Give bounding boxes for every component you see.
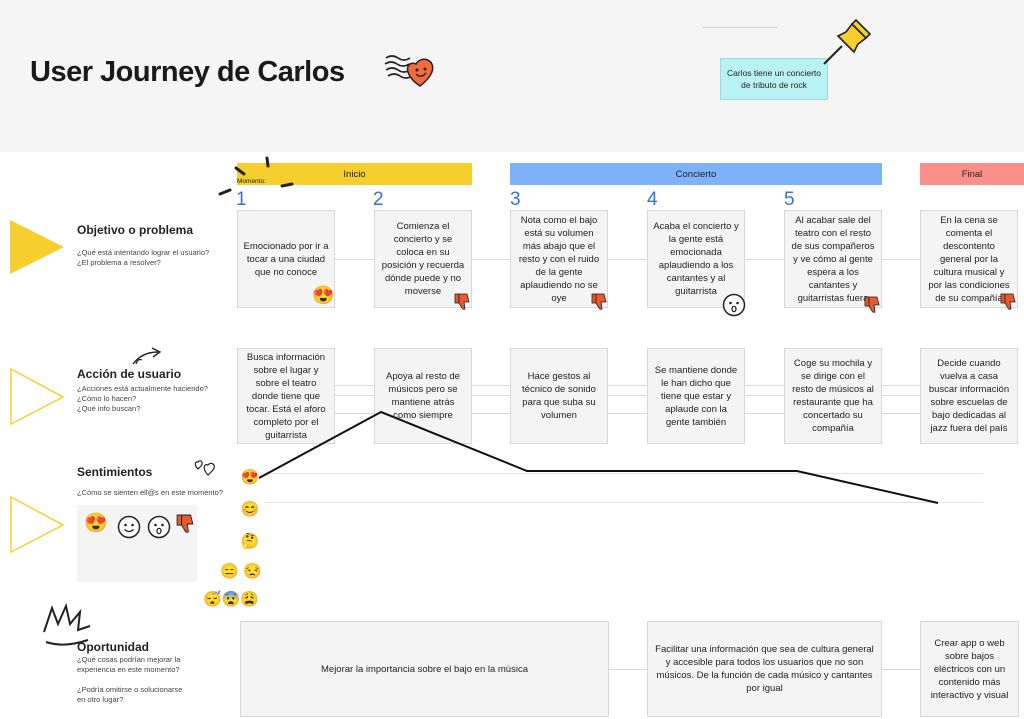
smile-face-icon — [117, 515, 141, 539]
context-note[interactable]: Carlos tiene un concierto de tributo de … — [720, 58, 828, 100]
phase-concierto: Concierto — [510, 163, 882, 185]
connector-line — [335, 259, 925, 260]
scale-gridline — [265, 502, 983, 503]
arrow-doodle-icon — [132, 347, 162, 365]
oportunidad-card[interactable]: Crear app o web sobre bajos eléctricos c… — [920, 621, 1019, 717]
surprised-face-icon — [147, 515, 171, 539]
connector-line — [882, 669, 920, 670]
emotion-scale-happy-icon: 😊 — [240, 501, 260, 518]
step-number: 2 — [373, 189, 384, 210]
objetivo-card[interactable]: Comienza el concierto y se coloca en su … — [374, 210, 472, 308]
row-title-oportunidad: Oportunidad — [77, 640, 149, 654]
row-subtitle-accion: ¿Acciones está actualmente haciendo?¿Cóm… — [77, 384, 208, 413]
phase-inicio: Inicio — [237, 163, 472, 185]
sparkle-doodle-icon — [218, 156, 294, 196]
thumbs-down-icon — [454, 293, 470, 310]
objetivo-card[interactable]: Acaba el concierto y la gente está emoci… — [647, 210, 745, 308]
divider — [702, 27, 778, 28]
row-marker-triangle-icon — [10, 220, 64, 274]
heart-doodle-icon — [384, 55, 434, 87]
scale-gridline — [265, 473, 983, 474]
burst-doodle-icon — [43, 602, 91, 646]
objetivo-card[interactable]: Emocionado por ir a tocar a una ciudad q… — [237, 210, 335, 308]
objetivo-card[interactable]: En la cena se comenta el descontento gen… — [920, 210, 1018, 308]
phase-final: Final — [920, 163, 1024, 185]
page-title: User Journey de Carlos — [30, 56, 345, 88]
step-number: 5 — [784, 189, 795, 210]
step-number: 1 — [236, 189, 247, 210]
emotion-scale-unamused-icon: 😑 😒 — [220, 563, 262, 580]
emotion-scale-love-icon: 😍 — [240, 469, 260, 486]
connector-line — [335, 395, 925, 396]
row-title-objetivo: Objetivo o problema — [77, 223, 194, 237]
row-subtitle-sentimientos: ¿Cómo se sienten ell@s en este momento? — [77, 488, 224, 497]
row-title-sentimientos: Sentimientos — [77, 465, 153, 479]
thumbs-down-icon — [591, 293, 607, 310]
accion-card[interactable]: Apoya al resto de músicos pero se mantie… — [374, 348, 472, 444]
oportunidad-card[interactable]: Facilitar una información que sea de cul… — [647, 621, 882, 717]
row-title-accion: Acción de usuario — [77, 367, 182, 381]
love-face-icon: 😍 — [312, 285, 335, 305]
objetivo-card[interactable]: Nota como el bajo está su volumen más ab… — [510, 210, 608, 308]
objetivo-card[interactable]: Al acabar sale del teatro con el resto d… — [784, 210, 882, 308]
pushpin-icon — [823, 18, 872, 65]
step-number: 4 — [647, 189, 658, 210]
thumbs-down-icon — [1000, 293, 1016, 310]
thumbs-down-icon — [864, 296, 880, 313]
thumbs-down-icon — [176, 514, 194, 533]
accion-card[interactable]: Decide cuando vuelva a casa buscar infor… — [920, 348, 1018, 444]
step-number: 3 — [510, 189, 521, 210]
love-face-icon: 😍 — [84, 513, 108, 534]
connector-line — [609, 669, 647, 670]
hearts-doodle-icon — [194, 460, 215, 476]
row-marker-triangle-icon — [10, 368, 65, 426]
oportunidad-card[interactable]: Mejorar la importancia sobre el bajo en … — [240, 621, 609, 717]
accion-card[interactable]: Coge su mochila y se dirige con el resto… — [784, 348, 882, 444]
moment-label: Momento: — [237, 178, 266, 185]
emotion-scale-tired-icon: 😴😨😩 — [202, 591, 260, 608]
accion-card[interactable]: Busca información sobre el lugar y sobre… — [237, 348, 335, 444]
emotion-scale-thinking-icon: 🤔 — [240, 533, 260, 550]
connector-line — [335, 385, 925, 386]
row-marker-triangle-icon — [10, 496, 65, 554]
accion-card[interactable]: Se mantiene donde le han dicho que tiene… — [647, 348, 745, 444]
row-subtitle-objetivo: ¿Qué está intentando lograr el usuario?¿… — [77, 248, 210, 267]
surprised-face-icon — [722, 293, 746, 317]
accion-card[interactable]: Hace gestos al técnico de sonido para qu… — [510, 348, 608, 444]
